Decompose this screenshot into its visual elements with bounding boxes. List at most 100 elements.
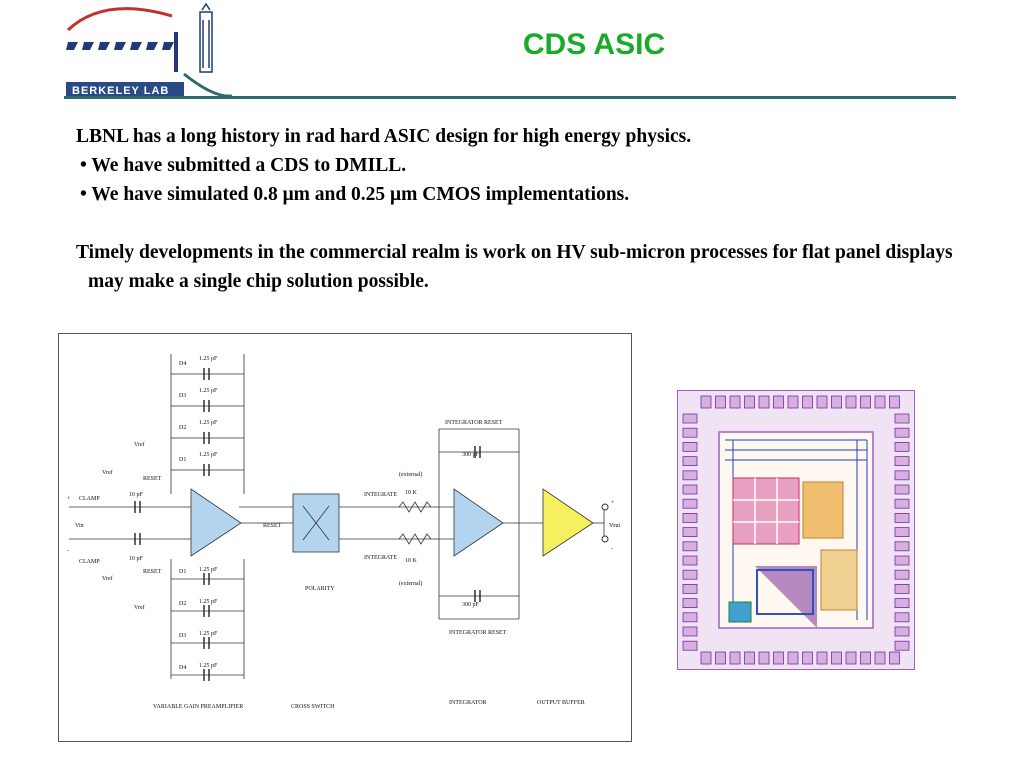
bond-pad xyxy=(682,612,698,623)
integrate-label: INTEGRATE xyxy=(364,492,397,498)
resistor-label: 10 K xyxy=(405,558,418,564)
header-rule xyxy=(64,96,956,99)
bond-pad xyxy=(894,640,910,651)
polarity-label: POLARITY xyxy=(305,586,335,592)
cap-tag: D3 xyxy=(179,633,186,639)
cap-label: 1.25 pF xyxy=(199,420,218,426)
bond-pad xyxy=(894,583,910,594)
paragraph: Timely developments in the commercial re… xyxy=(76,242,953,292)
bond-pad xyxy=(682,456,698,466)
bond-pad xyxy=(773,651,784,665)
bond-pad xyxy=(894,555,910,566)
integrator-triangle xyxy=(453,488,504,557)
integrator-cap-label: 300 pF xyxy=(462,452,480,458)
cap-tag: D1 xyxy=(179,569,186,575)
bond-pad xyxy=(845,651,857,665)
vin-label: Vin xyxy=(75,523,84,529)
bond-pad xyxy=(894,513,910,523)
bond-pad xyxy=(787,651,799,665)
bond-pad xyxy=(682,442,698,452)
cap-tag: D4 xyxy=(179,665,186,671)
section-label: INTEGRATOR xyxy=(449,700,487,706)
bond-pad xyxy=(894,598,910,609)
bond-pad xyxy=(758,651,770,665)
bond-pad xyxy=(894,442,910,452)
bond-pad xyxy=(860,651,871,665)
external-label: (external) xyxy=(399,471,422,478)
bond-pad xyxy=(682,555,698,566)
clamp-label: CLAMP xyxy=(79,496,100,502)
cap-label: 1.25 pF xyxy=(199,356,218,362)
bond-pad xyxy=(831,651,842,665)
bond-pad xyxy=(894,484,910,495)
logo-text: BERKELEY LAB xyxy=(72,85,169,97)
bond-pad xyxy=(802,395,813,409)
integrator-reset-label: INTEGRATOR RESET xyxy=(445,420,503,426)
bond-pad xyxy=(889,651,900,665)
bond-pad xyxy=(729,651,741,665)
reset-label: RESET xyxy=(143,569,162,575)
bond-pad xyxy=(894,456,910,466)
cap-label: 1.25 pF xyxy=(199,631,218,637)
bond-pad xyxy=(894,626,910,637)
minus-label: - xyxy=(611,546,613,552)
external-label: (external) xyxy=(399,580,422,587)
bond-pad xyxy=(682,427,698,438)
plus-label: + xyxy=(67,496,71,502)
bond-pad xyxy=(889,395,900,409)
section-label: CROSS SWITCH xyxy=(291,704,335,710)
bond-pad xyxy=(744,395,755,409)
input-cap-label: 10 pF xyxy=(129,492,144,498)
bond-pad xyxy=(729,395,741,409)
vout-label: Vout xyxy=(609,523,621,529)
input-cap-label: 10 pF xyxy=(129,556,144,562)
slide-body: LBNL has a long history in rad hard ASIC… xyxy=(76,122,976,296)
bond-pad xyxy=(894,527,910,538)
reset-label: RESET xyxy=(263,523,282,529)
cds-schematic: 1.25 pF 1.25 pF 1.25 pF 1.25 pF 1.25 pF … xyxy=(58,333,632,742)
bond-pad xyxy=(682,513,698,523)
bond-pad xyxy=(816,395,828,409)
preamp-triangle xyxy=(190,488,242,557)
bond-pad xyxy=(744,651,755,665)
bond-pad xyxy=(894,541,910,552)
bond-pad xyxy=(894,498,910,509)
vref-label: Vref xyxy=(134,604,145,611)
vref-label: Vref xyxy=(102,575,113,582)
bond-pad xyxy=(700,651,712,665)
bond-pad xyxy=(682,413,698,424)
vref-label: Vref xyxy=(102,469,113,476)
slide-title: CDS ASIC xyxy=(522,28,666,61)
minus-label: - xyxy=(67,548,69,554)
integrate-label: INTEGRATE xyxy=(364,555,397,561)
bond-pad xyxy=(682,527,698,538)
cap-tag: D2 xyxy=(179,425,186,431)
bond-pad xyxy=(773,395,784,409)
cap-label: 1.25 pF xyxy=(199,567,218,573)
bond-pad xyxy=(860,395,871,409)
bond-pad xyxy=(700,395,712,409)
bond-pad xyxy=(894,427,910,438)
integrator-cap-label: 300 pF xyxy=(462,602,480,608)
bond-pad xyxy=(682,626,698,637)
cap-label: 1.25 pF xyxy=(199,663,218,669)
bond-pad xyxy=(758,395,770,409)
clamp-label: CLAMP xyxy=(79,559,100,565)
buffer-triangle xyxy=(542,488,594,557)
bond-pad xyxy=(894,569,910,580)
bond-pad xyxy=(874,395,886,409)
vref-label: Vref xyxy=(134,441,145,448)
cap-tag: D4 xyxy=(179,361,186,367)
bond-pad xyxy=(682,569,698,580)
bond-pad xyxy=(894,470,910,481)
cap-label: 1.25 pF xyxy=(199,452,218,458)
bond-pad xyxy=(682,598,698,609)
bond-pad xyxy=(787,395,799,409)
bond-pad xyxy=(894,413,910,424)
reset-label: RESET xyxy=(143,476,162,482)
bond-pad xyxy=(682,541,698,552)
section-label: OUTPUT BUFFER xyxy=(537,700,585,706)
section-label: VARIABLE GAIN PREAMPLIFIER xyxy=(153,704,243,710)
bullet-item: • We have submitted a CDS to DMILL. xyxy=(80,155,407,176)
bond-pad xyxy=(682,583,698,594)
